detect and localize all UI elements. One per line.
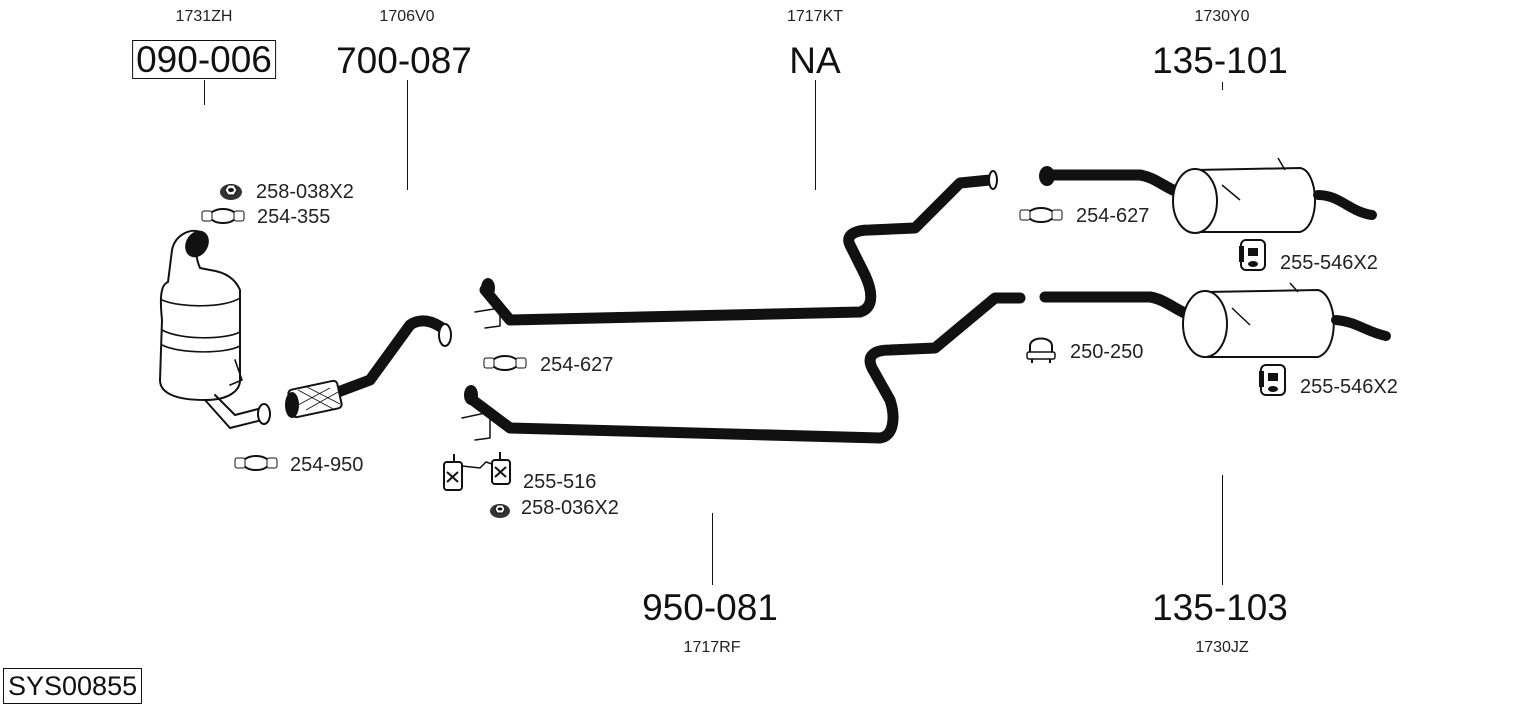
leader-line-135-103	[1222, 475, 1224, 585]
rear-silencer-lower-drawing[interactable]	[1039, 282, 1391, 358]
rubber-mount-icon	[1259, 364, 1286, 396]
part-number-middle-pipe-upper[interactable]: NA	[789, 40, 841, 81]
leader-line-090-006	[204, 80, 206, 105]
part-number-front-pipe[interactable]: 700-087	[336, 40, 472, 81]
leader-line-135-101	[1222, 82, 1224, 90]
part-code-front-pipe: 1706V0	[379, 8, 435, 25]
accessory-label-250-250[interactable]: 250-250	[1070, 341, 1144, 363]
part-code-middle-pipe-upper: 1717KT	[786, 8, 844, 25]
rear-silencer-upper-drawing[interactable]	[1039, 157, 1377, 234]
leader-line-700-087	[407, 80, 409, 190]
rubber-mount-icon	[1239, 239, 1266, 271]
leader-line-na	[815, 80, 817, 190]
accessory-label-254-355[interactable]: 254-355	[257, 206, 331, 228]
accessory-label-255-546x2-lower[interactable]: 255-546X2	[1300, 376, 1398, 398]
clamp-icon	[201, 208, 245, 224]
catalytic-converter-drawing[interactable]	[159, 228, 271, 429]
clamp-icon	[234, 455, 278, 471]
nut-icon	[490, 504, 510, 518]
part-code-rear-silencer-upper: 1730Y0	[1194, 8, 1250, 25]
part-code-rear-silencer-lower: 1730JZ	[1195, 639, 1249, 656]
accessory-label-254-627[interactable]: 254-627	[540, 354, 614, 376]
system-id-label: SYS00855	[3, 668, 143, 704]
u-clamp-icon	[1026, 337, 1056, 363]
nut-icon	[220, 184, 242, 200]
middle-pipe-upper-drawing[interactable]	[474, 170, 998, 329]
accessory-label-258-036x2[interactable]: 258-036X2	[521, 497, 619, 519]
accessory-label-254-950[interactable]: 254-950	[290, 454, 364, 476]
front-pipe-drawing[interactable]	[285, 315, 452, 419]
clamp-icon	[1019, 207, 1063, 223]
part-code-middle-pipe-lower: 1717RF	[683, 639, 741, 656]
hanger-bracket-icon	[443, 452, 511, 491]
part-code-catalytic-converter: 1731ZH	[175, 8, 233, 25]
part-number-rear-silencer-lower[interactable]: 135-103	[1152, 587, 1288, 628]
leader-line-950-081	[712, 513, 714, 585]
accessory-label-255-516[interactable]: 255-516	[523, 471, 597, 493]
clamp-icon	[483, 355, 527, 371]
part-number-middle-pipe-lower[interactable]: 950-081	[642, 587, 778, 628]
accessory-label-254-627-rear[interactable]: 254-627	[1076, 205, 1150, 227]
part-number-rear-silencer-upper[interactable]: 135-101	[1152, 40, 1288, 81]
part-number-catalytic-converter[interactable]: 090-006	[132, 40, 276, 79]
accessory-label-255-546x2-upper[interactable]: 255-546X2	[1280, 252, 1378, 274]
accessory-label-258-038x2[interactable]: 258-038X2	[256, 181, 354, 203]
middle-pipe-lower-drawing[interactable]	[461, 292, 1026, 444]
